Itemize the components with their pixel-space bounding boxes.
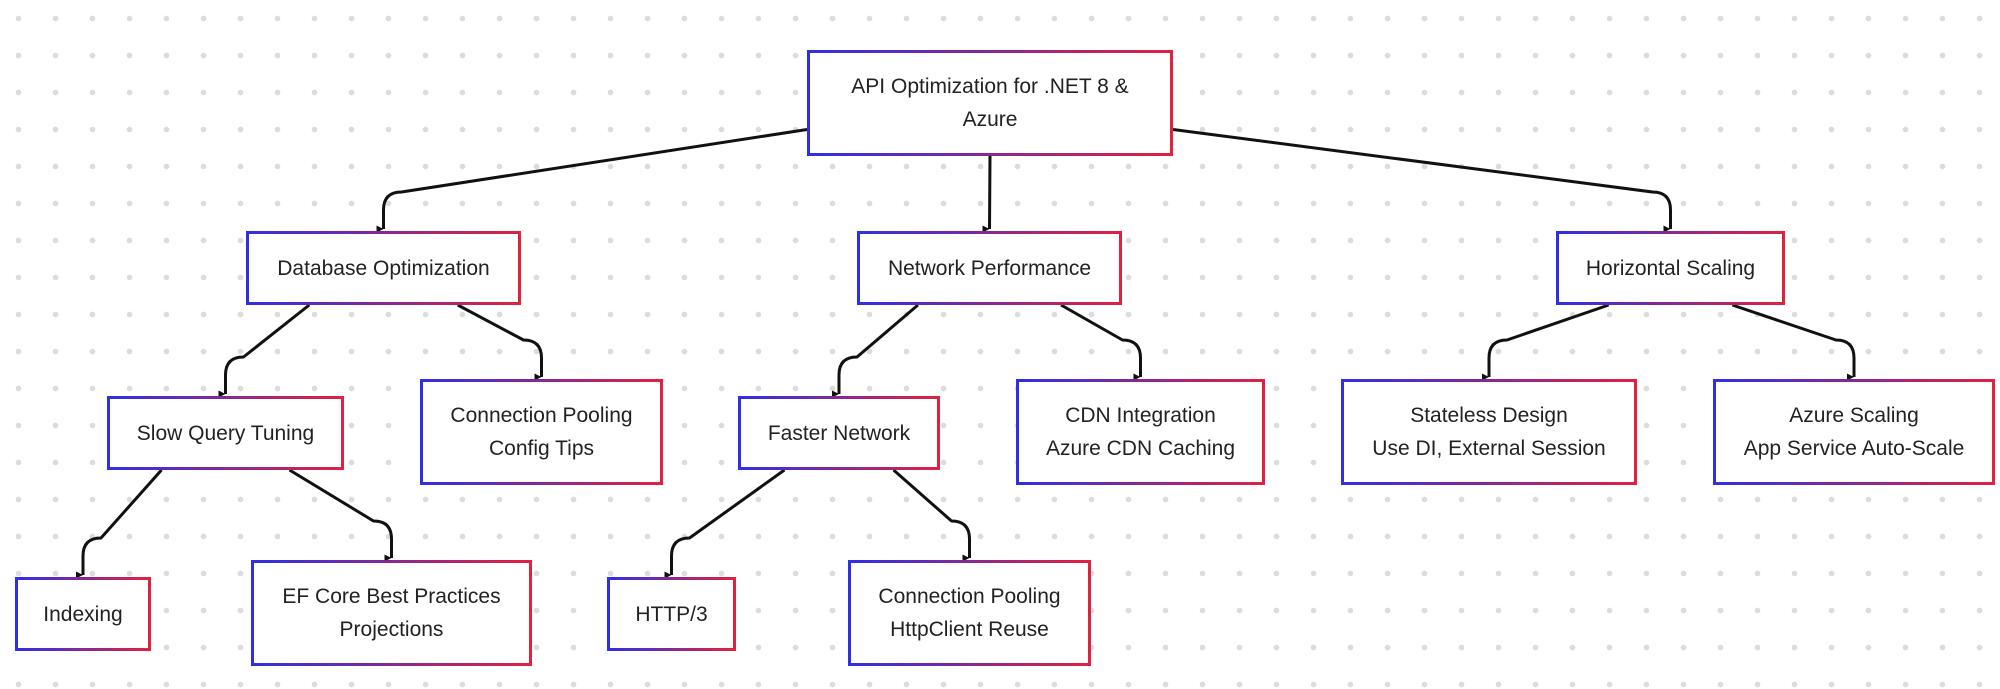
node-cdn-integration-line1: CDN Integration [1065, 404, 1216, 427]
node-cdn-integration-line2: Azure CDN Caching [1045, 437, 1236, 460]
node-network-performance: Network Performance [857, 231, 1122, 305]
edge-hs-to-az [1731, 303, 1856, 381]
edge-sqt-to-idx [76, 469, 163, 579]
edge-fn-to-cp2 [892, 468, 971, 562]
edge-root-to-hs [1172, 128, 1672, 233]
node-network-performance-label: Network Performance [887, 256, 1092, 280]
node-root: API Optimization for .NET 8 & Azure [807, 50, 1173, 156]
node-faster-network: Faster Network [738, 396, 940, 470]
node-azure-scaling-line1: Azure Scaling [1789, 404, 1919, 427]
edge-sqt-to-ef [288, 468, 393, 562]
node-ef-core-best-practices-line2: Projections [339, 618, 444, 641]
node-slow-query-tuning: Slow Query Tuning [107, 396, 344, 470]
node-ef-core-best-practices-line1: EF Core Best Practices [282, 585, 501, 608]
node-stateless-design: Stateless Design Use DI, External Sessio… [1341, 379, 1637, 485]
node-http3-label: HTTP/3 [635, 602, 708, 626]
edge-db-to-cp1 [457, 303, 543, 381]
node-http3: HTTP/3 [607, 577, 736, 651]
node-azure-scaling: Azure Scaling App Service Auto-Scale [1713, 379, 1995, 485]
edge-db-to-sqt [218, 303, 311, 398]
node-root-line1: API Optimization for .NET 8 & [851, 75, 1129, 98]
node-stateless-design-line2: Use DI, External Session [1372, 437, 1606, 460]
node-faster-network-label: Faster Network [767, 421, 911, 445]
node-database-optimization-label: Database Optimization [277, 256, 490, 280]
edge-root-to-db [376, 128, 808, 233]
node-cdn-integration: CDN Integration Azure CDN Caching [1016, 379, 1265, 485]
edge-root-to-net [982, 155, 992, 233]
edge-net-to-fn [832, 303, 919, 398]
node-indexing-label: Indexing [43, 602, 123, 626]
node-connection-pooling-config: Connection Pooling Config Tips [420, 379, 663, 485]
node-connection-pooling-config-line2: Config Tips [488, 437, 595, 460]
node-connection-pooling-httpclient-line2: HttpClient Reuse [890, 618, 1049, 641]
node-stateless-design-line1: Stateless Design [1410, 404, 1568, 427]
node-azure-scaling-line2: App Service Auto-Scale [1743, 437, 1965, 460]
node-indexing: Indexing [15, 577, 151, 651]
edge-hs-to-sd [1482, 303, 1610, 381]
node-connection-pooling-httpclient-line1: Connection Pooling [878, 585, 1061, 608]
node-slow-query-tuning-label: Slow Query Tuning [136, 421, 315, 445]
node-connection-pooling-httpclient: Connection Pooling HttpClient Reuse [848, 560, 1091, 666]
edge-net-to-cdn [1060, 303, 1142, 381]
node-ef-core-best-practices: EF Core Best Practices Projections [251, 560, 532, 666]
node-root-line2: Azure [962, 108, 1018, 131]
node-horizontal-scaling: Horizontal Scaling [1556, 231, 1785, 305]
node-database-optimization: Database Optimization [246, 231, 521, 305]
edge-fn-to-h3 [664, 468, 786, 579]
node-horizontal-scaling-label: Horizontal Scaling [1585, 256, 1756, 280]
node-connection-pooling-config-line1: Connection Pooling [450, 404, 633, 427]
